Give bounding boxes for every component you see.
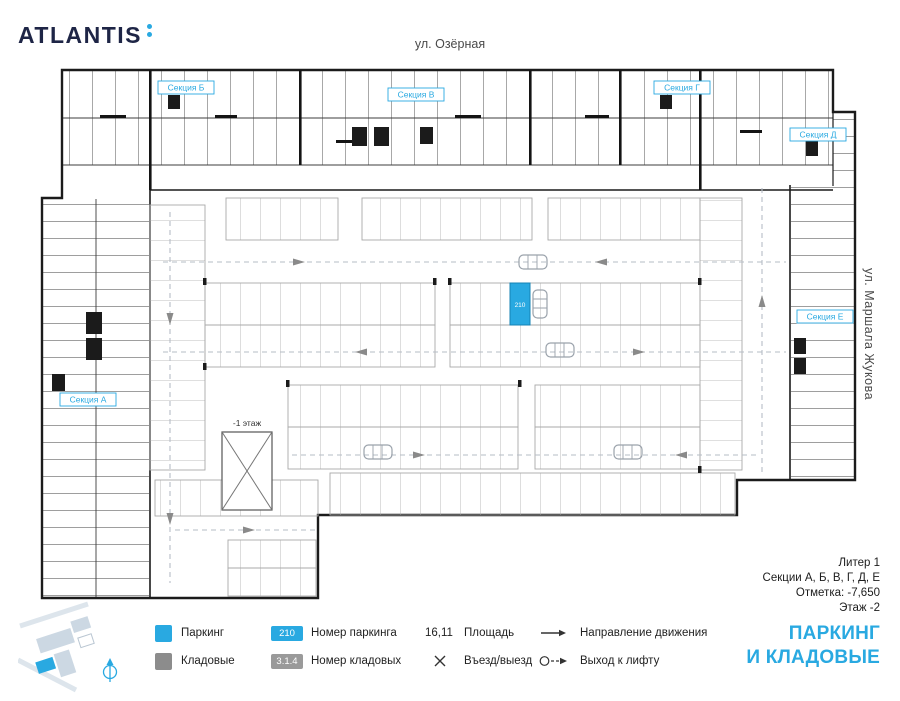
- entry-exit-icon: [425, 655, 455, 667]
- info-elevation: Отметка: -7,650: [795, 586, 880, 599]
- right-section-rooms: [789, 112, 854, 480]
- columns: [203, 278, 702, 473]
- site-minimap: [18, 601, 118, 693]
- parking-column: [699, 197, 743, 471]
- selected-spot-number: 210: [515, 302, 526, 309]
- parking-row: [204, 324, 436, 368]
- direction-arrow-icon: [537, 627, 571, 639]
- parking-row: [547, 197, 701, 241]
- page-title: ПАРКИНГ И КЛАДОВЫЕ: [746, 622, 880, 670]
- parking-row: [287, 426, 519, 470]
- parking-row: [449, 282, 701, 326]
- minimap-buildings: [35, 616, 95, 678]
- parking-row: [225, 197, 339, 241]
- svg-text:Секция А: Секция А: [70, 395, 107, 405]
- section-labels: Секция Б Секция В Секция Г Секция Д Секц…: [59, 80, 854, 407]
- ramp: -1 этаж: [221, 418, 273, 511]
- parking-swatch: [155, 624, 172, 642]
- legend-parking-number-label: Номер паркинга: [311, 627, 397, 639]
- minimap-street: [18, 657, 78, 693]
- parking-row: [449, 324, 701, 368]
- page-title-line1: ПАРКИНГ: [788, 623, 880, 644]
- area-value: 16,11: [425, 627, 453, 639]
- lift-exit-icon: [537, 655, 571, 667]
- plan-info: Литер 1 Секции А, Б, В, Г, Д, Е Отметка:…: [763, 556, 880, 616]
- parking-column: [149, 204, 206, 471]
- section-label-v: Секция В: [387, 87, 445, 102]
- parking-row: [204, 282, 436, 326]
- street-label-top: ул. Озёрная: [414, 37, 486, 51]
- street-label-right: ул. Маршала Жукова: [862, 268, 876, 401]
- section-label-e: Секция Е: [796, 309, 854, 324]
- svg-text:Секция В: Секция В: [398, 90, 435, 100]
- brand-logo: ATLANTIS: [18, 22, 153, 49]
- info-floor: Этаж -2: [839, 601, 880, 614]
- legend-entry-label: Въезд/выезд: [464, 655, 533, 667]
- elevator-shafts: [168, 95, 818, 156]
- storage-number-badge: 3.1.4: [271, 653, 303, 669]
- info-liter: Литер 1: [838, 557, 881, 569]
- legend-direction: Направление движения: [537, 624, 707, 642]
- logo-dots-icon: [147, 22, 153, 37]
- section-label-g: Секция Г: [653, 80, 711, 95]
- brand-name: ATLANTIS: [18, 22, 143, 48]
- walls: [100, 70, 762, 190]
- minimap-current-building: [35, 656, 57, 674]
- legend-lift-label: Выход к лифту: [580, 655, 660, 667]
- storage-row: [227, 539, 317, 569]
- legend-area-label: Площадь: [464, 627, 515, 639]
- info-sections: Секции А, Б, В, Г, Д, Е: [762, 571, 880, 584]
- parking-number-badge: 210: [271, 625, 303, 641]
- svg-text:Секция Б: Секция Б: [168, 83, 205, 93]
- parking-row: [534, 426, 701, 470]
- parking-row: [361, 197, 533, 241]
- legend-parking-label: Паркинг: [181, 627, 225, 639]
- svg-text:Секция Д: Секция Д: [800, 130, 837, 140]
- section-label-d: Секция Д: [789, 127, 847, 142]
- minimap-street: [19, 601, 89, 629]
- section-label-b: Секция Б: [157, 80, 215, 95]
- legend-parking-number: 210 Номер паркинга: [271, 624, 397, 642]
- selected-parking-spot[interactable]: 210: [509, 282, 531, 326]
- storage-swatch: [155, 652, 172, 670]
- entry-exit-cross-icon: [221, 431, 273, 511]
- ramp-floor-label: -1 этаж: [233, 418, 262, 428]
- svg-text:Секция Е: Секция Е: [807, 312, 844, 322]
- parking-row: [287, 384, 519, 428]
- legend-lift: Выход к лифту: [537, 652, 659, 670]
- legend-area: 16,11 Площадь: [425, 624, 514, 642]
- storage-row: [227, 567, 317, 597]
- parking-row: [329, 472, 736, 516]
- section-label-a: Секция А: [59, 392, 117, 407]
- compass-icon: [102, 658, 118, 682]
- legend-parking: Паркинг: [155, 624, 224, 642]
- parking-row: [534, 384, 701, 428]
- page-title-line2: И КЛАДОВЫЕ: [746, 646, 880, 668]
- svg-text:Секция Г: Секция Г: [664, 83, 700, 93]
- legend-entry: Въезд/выезд: [425, 652, 532, 670]
- legend-storage: Кладовые: [155, 652, 235, 670]
- legend-storage-number-label: Номер кладовых: [311, 655, 402, 667]
- legend-direction-label: Направление движения: [580, 627, 708, 639]
- legend-storage-label: Кладовые: [181, 655, 235, 667]
- legend-storage-number: 3.1.4 Номер кладовых: [271, 652, 402, 670]
